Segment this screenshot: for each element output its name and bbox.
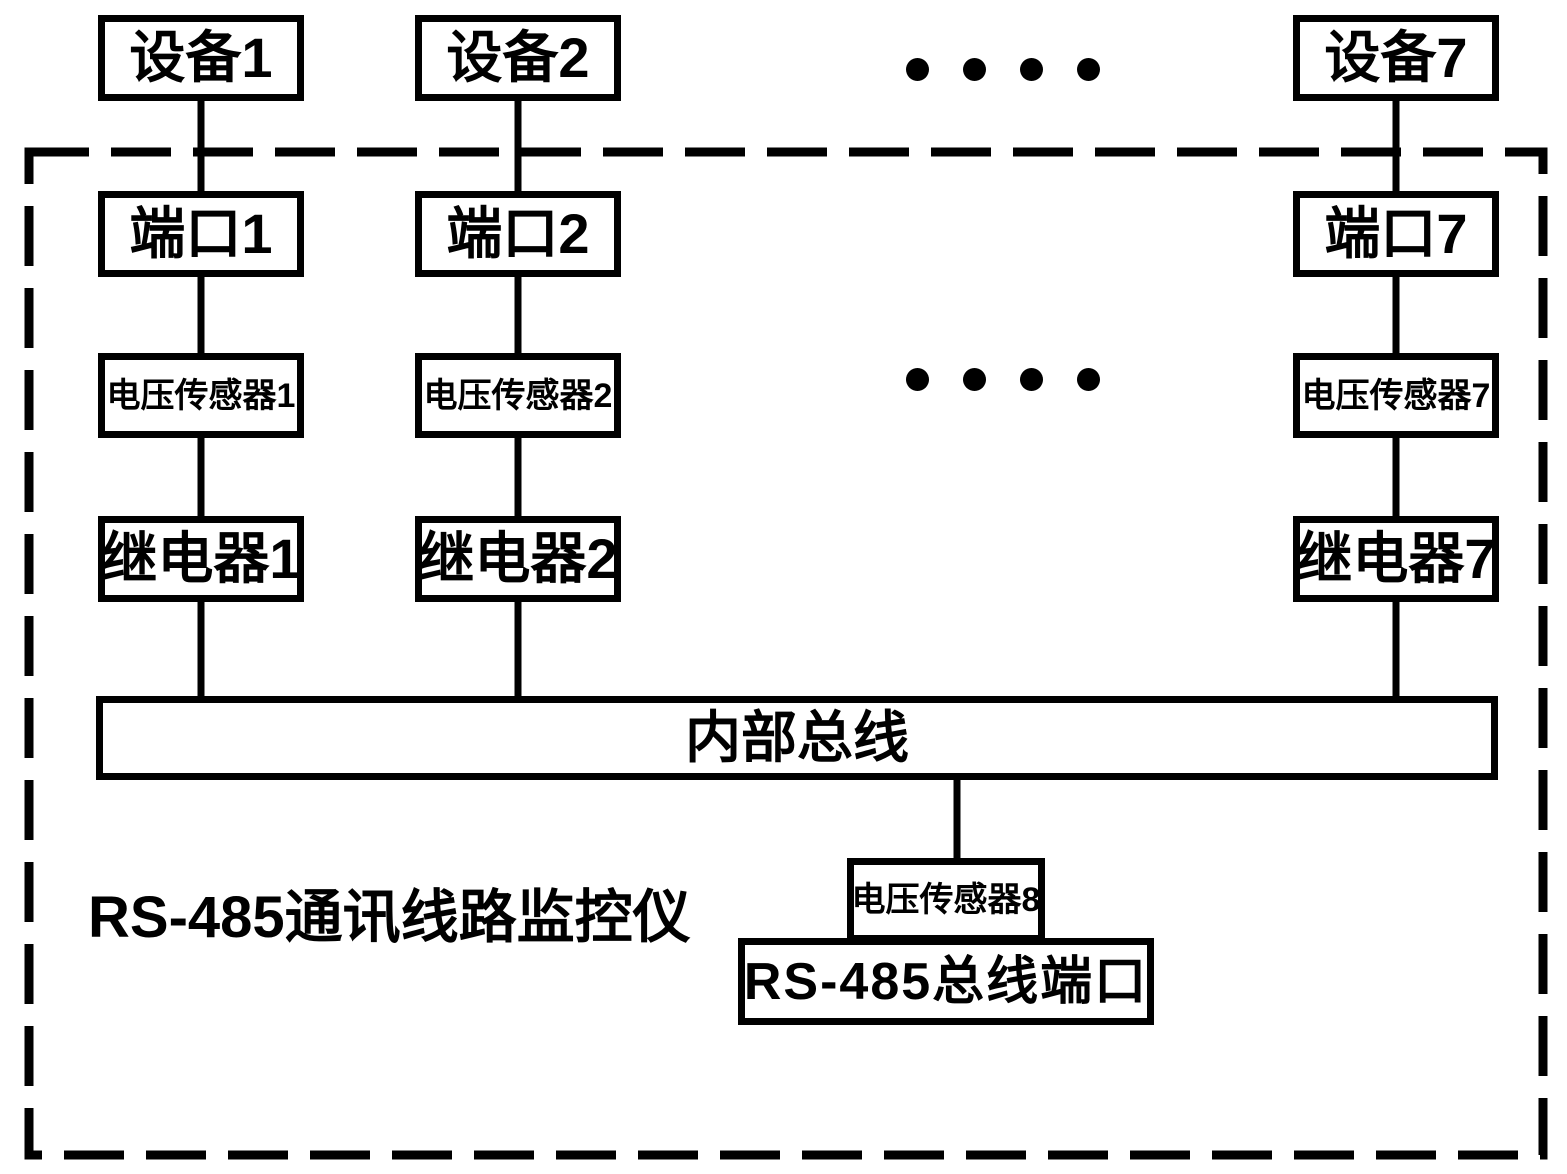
monitor-enclosure-dashed-border [24,147,1548,1160]
device-1-box: 设备1 [98,15,304,101]
voltage-sensor-1-label: 电压传感器1 [106,376,296,415]
voltage-sensor-1-box: 电压传感器1 [98,353,304,438]
port-1-box: 端口1 [98,191,304,277]
device-1-label: 设备1 [129,26,273,89]
dot-icon [1020,367,1043,391]
system-label: RS-485通讯线路监控仪 [88,885,691,950]
internal-bus-box: 内部总线 [96,696,1498,780]
voltage-sensor-7-box: 电压传感器7 [1293,353,1499,438]
ellipsis-dots-top [906,57,1100,81]
relay-2-box: 继电器2 [415,516,621,602]
relay-1-box: 继电器1 [98,516,304,602]
device-2-label: 设备2 [446,26,590,89]
voltage-sensor-2-label: 电压传感器2 [423,376,613,415]
ellipsis-dots-middle [906,367,1100,391]
port-2-label: 端口2 [446,202,590,265]
dot-icon [906,367,929,391]
dot-icon [1077,367,1100,391]
internal-bus-label: 内部总线 [685,706,909,769]
port-1-label: 端口1 [129,202,273,265]
device-2-box: 设备2 [415,15,621,101]
voltage-sensor-2-box: 电压传感器2 [415,353,621,438]
relay-7-box: 继电器7 [1293,516,1499,602]
port-7-box: 端口7 [1293,191,1499,277]
voltage-sensor-8-box: 电压传感器8 [847,858,1045,942]
relay-2-label: 继电器2 [418,527,618,590]
dot-icon [963,57,986,81]
rs485-bus-port-box: RS-485总线端口 [738,938,1154,1025]
relay-1-label: 继电器1 [101,527,301,590]
relay-7-label: 继电器7 [1296,527,1496,590]
voltage-sensor-7-label: 电压传感器7 [1301,376,1491,415]
dot-icon [1020,57,1043,81]
rs485-bus-port-label: RS-485总线端口 [743,952,1149,1011]
voltage-sensor-8-label: 电压传感器8 [851,881,1041,919]
dot-icon [963,367,986,391]
dot-icon [906,57,929,81]
port-7-label: 端口7 [1324,202,1468,265]
port-2-box: 端口2 [415,191,621,277]
dot-icon [1077,57,1100,81]
device-7-box: 设备7 [1293,15,1499,101]
device-7-label: 设备7 [1324,26,1468,89]
